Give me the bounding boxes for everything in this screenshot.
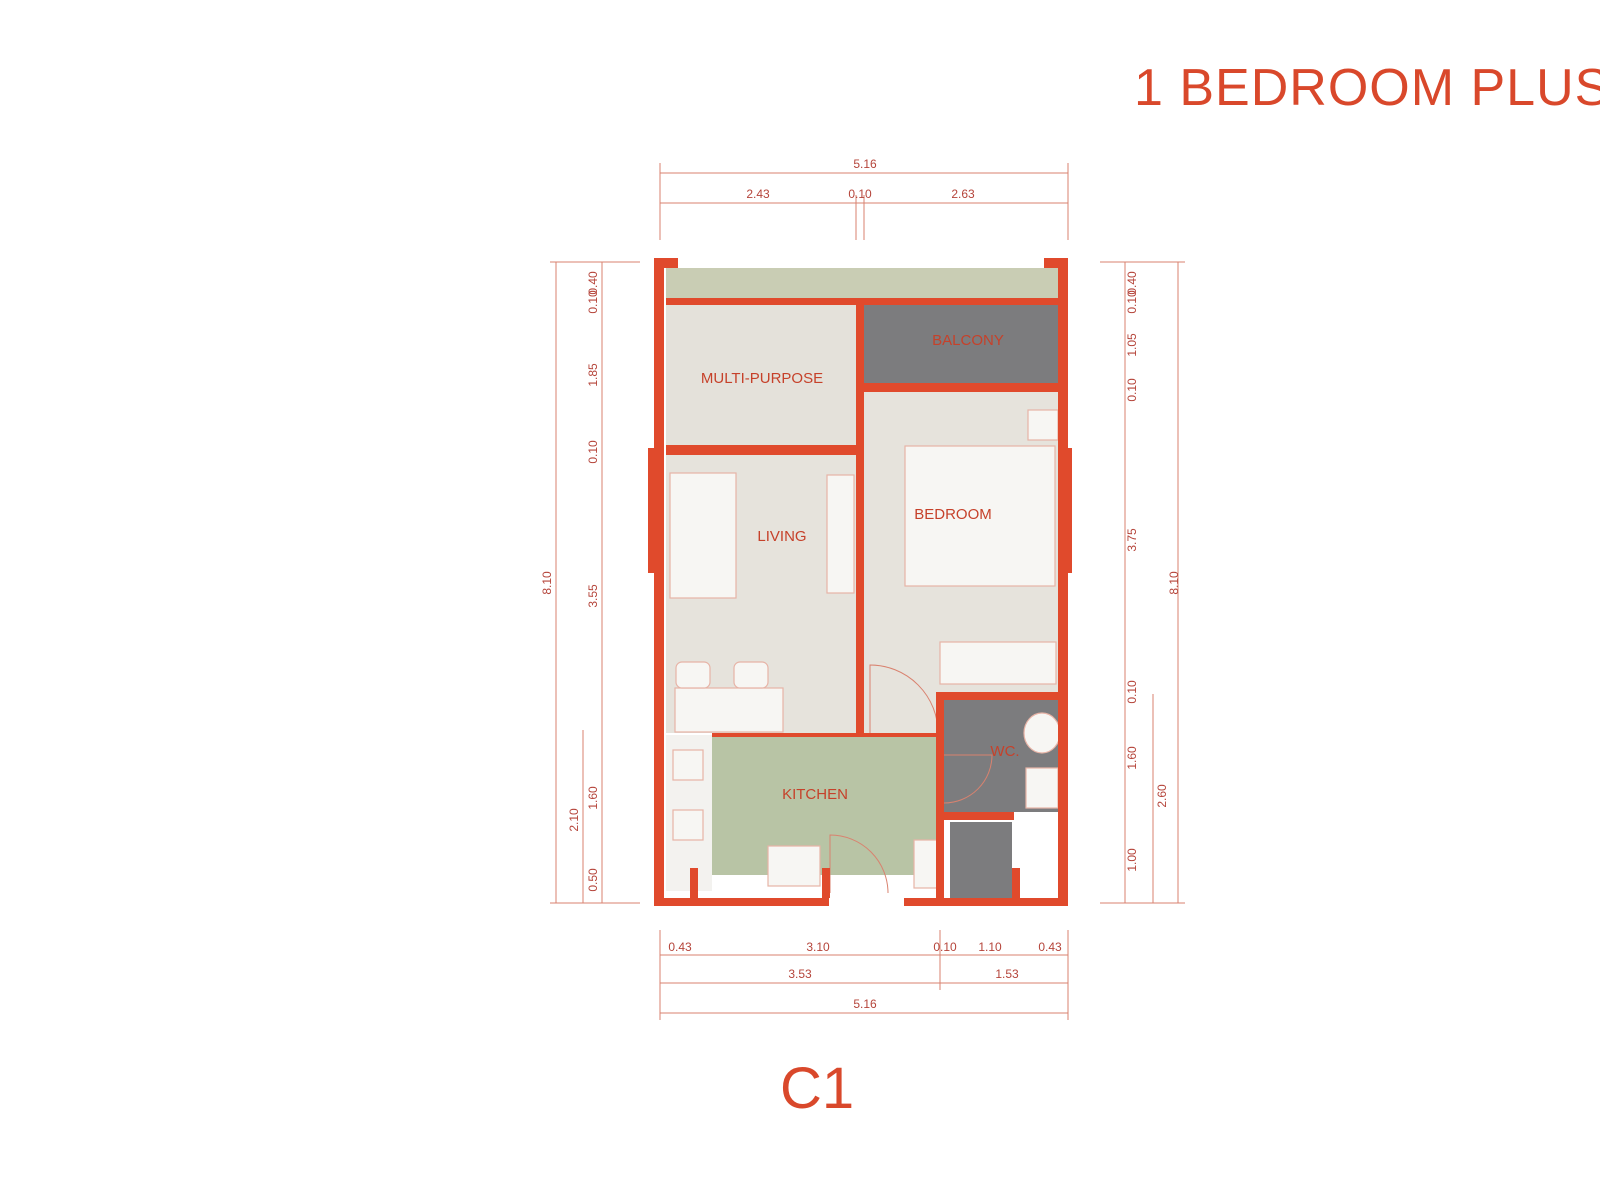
dim-right-inner: 0.40 xyxy=(1125,271,1139,295)
dim-top-part: 0.10 xyxy=(848,187,872,201)
dim-top-part: 2.43 xyxy=(746,187,770,201)
fridge xyxy=(767,845,821,887)
room-label-bedroom: BEDROOM xyxy=(914,506,992,523)
dim-right-inner: 1.00 xyxy=(1125,848,1139,872)
dim-bottom-part: 0.43 xyxy=(668,940,692,954)
tv-cabinet xyxy=(826,474,855,594)
dim-right-inner: 1.60 xyxy=(1125,746,1139,770)
dim-right-inner: 1.05 xyxy=(1125,333,1139,357)
page-title: 1 BEDROOM PLUS xyxy=(1134,59,1600,117)
dim-top-part: 2.63 xyxy=(951,187,975,201)
right-dimensions: 0.40 0.10 1.05 0.10 3.75 0.10 1.60 1.00 … xyxy=(1100,261,1185,904)
bottom-dimensions: 0.43 3.10 0.10 1.10 0.43 3.53 1.53 5.16 xyxy=(659,930,1069,1020)
dim-left-inner: 1.85 xyxy=(586,363,600,387)
toilet xyxy=(1023,712,1061,754)
sofa xyxy=(669,472,737,599)
room-label-living: LIVING xyxy=(757,528,806,545)
wardrobe xyxy=(939,641,1057,685)
chair xyxy=(733,661,769,689)
top-dimensions: 5.16 2.43 0.10 2.63 xyxy=(659,157,1069,240)
room-label-balcony: BALCONY xyxy=(932,332,1004,349)
room-label-multi-purpose: MULTI-PURPOSE xyxy=(701,370,823,387)
unit-code: C1 xyxy=(780,1056,855,1121)
kitchen-floor xyxy=(712,735,944,875)
dim-bottom-part: 0.10 xyxy=(933,940,957,954)
dim-left-inner: 0.50 xyxy=(586,868,600,892)
nightstand xyxy=(1027,409,1059,441)
dim-right-inner: 0.10 xyxy=(1125,378,1139,402)
chair xyxy=(675,661,711,689)
walls xyxy=(648,258,1072,906)
sink xyxy=(672,809,704,841)
dim-bottom-mid: 1.53 xyxy=(995,967,1019,981)
bed xyxy=(904,445,1056,587)
dim-bottom-part: 3.10 xyxy=(806,940,830,954)
dim-bottom-part: 0.43 xyxy=(1038,940,1062,954)
balcony-floor xyxy=(864,305,1058,383)
door-swing xyxy=(829,834,889,894)
dim-left-inner: 1.60 xyxy=(586,786,600,810)
multi-purpose-floor xyxy=(666,305,856,445)
dim-top-total: 5.16 xyxy=(853,157,877,171)
dim-left-inner: 3.55 xyxy=(586,584,600,608)
dim-left-lower: 2.10 xyxy=(567,808,581,832)
dim-right-inner: 0.10 xyxy=(1125,680,1139,704)
dim-left-outer: 8.10 xyxy=(540,571,554,595)
dim-bottom-part: 1.10 xyxy=(978,940,1002,954)
dim-right-inner: 3.75 xyxy=(1125,528,1139,552)
dim-bottom-total: 5.16 xyxy=(853,997,877,1011)
dim-bottom-mid: 3.53 xyxy=(788,967,812,981)
planter-strip xyxy=(666,268,1058,298)
room-label-wc: WC. xyxy=(990,743,1019,760)
dim-left-inner: 0.10 xyxy=(586,440,600,464)
room-label-kitchen: KITCHEN xyxy=(782,786,848,803)
left-dimensions: 8.10 2.10 0.40 0.10 1.85 0.10 3.55 1.60 … xyxy=(540,261,640,904)
shower-floor xyxy=(950,822,1012,898)
dim-left-inner: 0.40 xyxy=(586,271,600,295)
dining-table xyxy=(674,687,784,733)
dim-right-mid: 2.60 xyxy=(1155,784,1169,808)
dim-left-inner: 0.10 xyxy=(586,290,600,314)
dim-right-outer: 8.10 xyxy=(1167,571,1181,595)
stove xyxy=(672,749,704,781)
basin xyxy=(1025,767,1059,809)
dim-right-inner: 0.10 xyxy=(1125,290,1139,314)
door-swing xyxy=(943,754,993,804)
